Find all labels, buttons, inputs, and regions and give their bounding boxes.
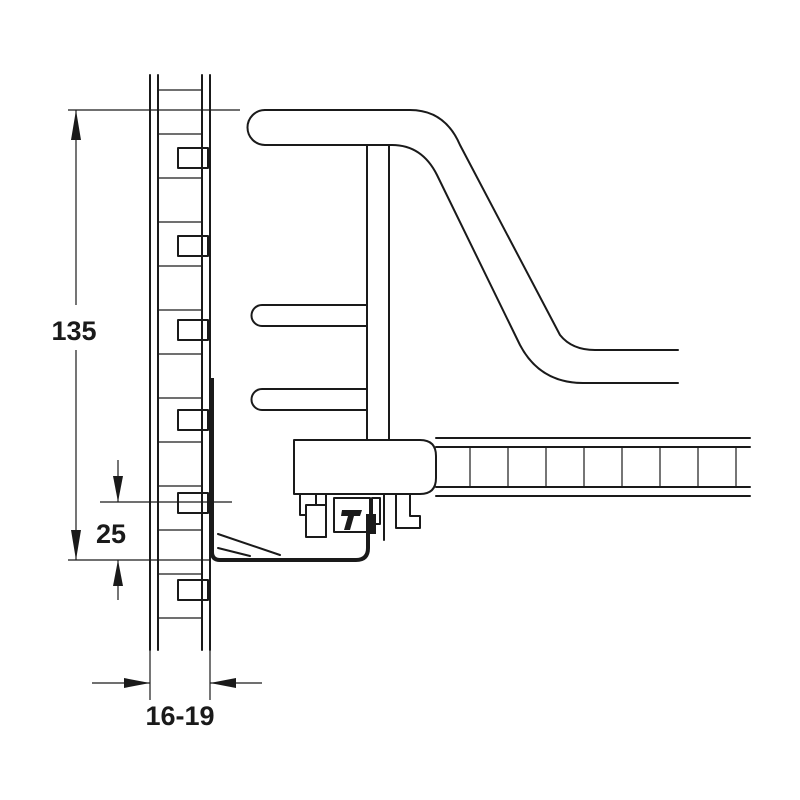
dimension-height-total: 135 xyxy=(51,109,240,561)
tray-cell-row xyxy=(469,447,737,487)
wire-basket xyxy=(246,109,679,495)
dimension-label-25: 25 xyxy=(96,519,126,549)
dimension-height-offset: 25 xyxy=(96,460,232,600)
dimension-label-16-19: 16-19 xyxy=(145,701,214,731)
shelf-tray xyxy=(435,437,751,497)
cabinet-side-panel xyxy=(149,74,211,651)
runner-mechanism xyxy=(299,493,421,541)
dimension-label-135: 135 xyxy=(51,316,96,346)
dimension-panel-thickness: 16-19 xyxy=(92,650,262,731)
mounting-bracket xyxy=(210,378,370,562)
panel-hole-row xyxy=(158,89,209,619)
